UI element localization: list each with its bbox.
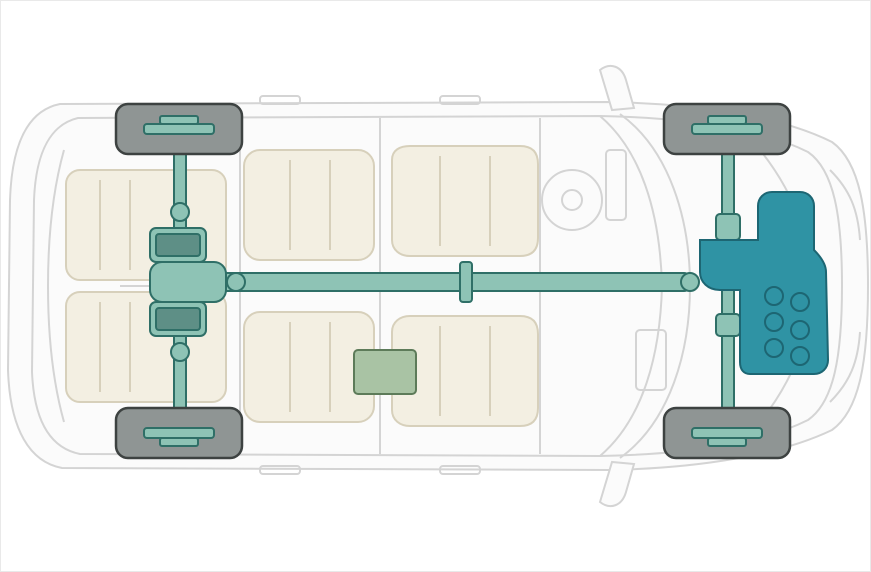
front-seat-passenger (391, 315, 539, 427)
battery-pack (353, 349, 417, 395)
center-bearing (459, 261, 473, 303)
rear-axle-unit (149, 202, 227, 362)
wheel-hubs (143, 115, 763, 447)
propeller-shaft (209, 272, 691, 292)
front-seat-driver (391, 145, 539, 257)
middle-seat-left (243, 149, 375, 261)
rear-u-joint (226, 272, 246, 292)
front-engine-unit (699, 191, 830, 375)
front-u-joint (680, 272, 700, 292)
